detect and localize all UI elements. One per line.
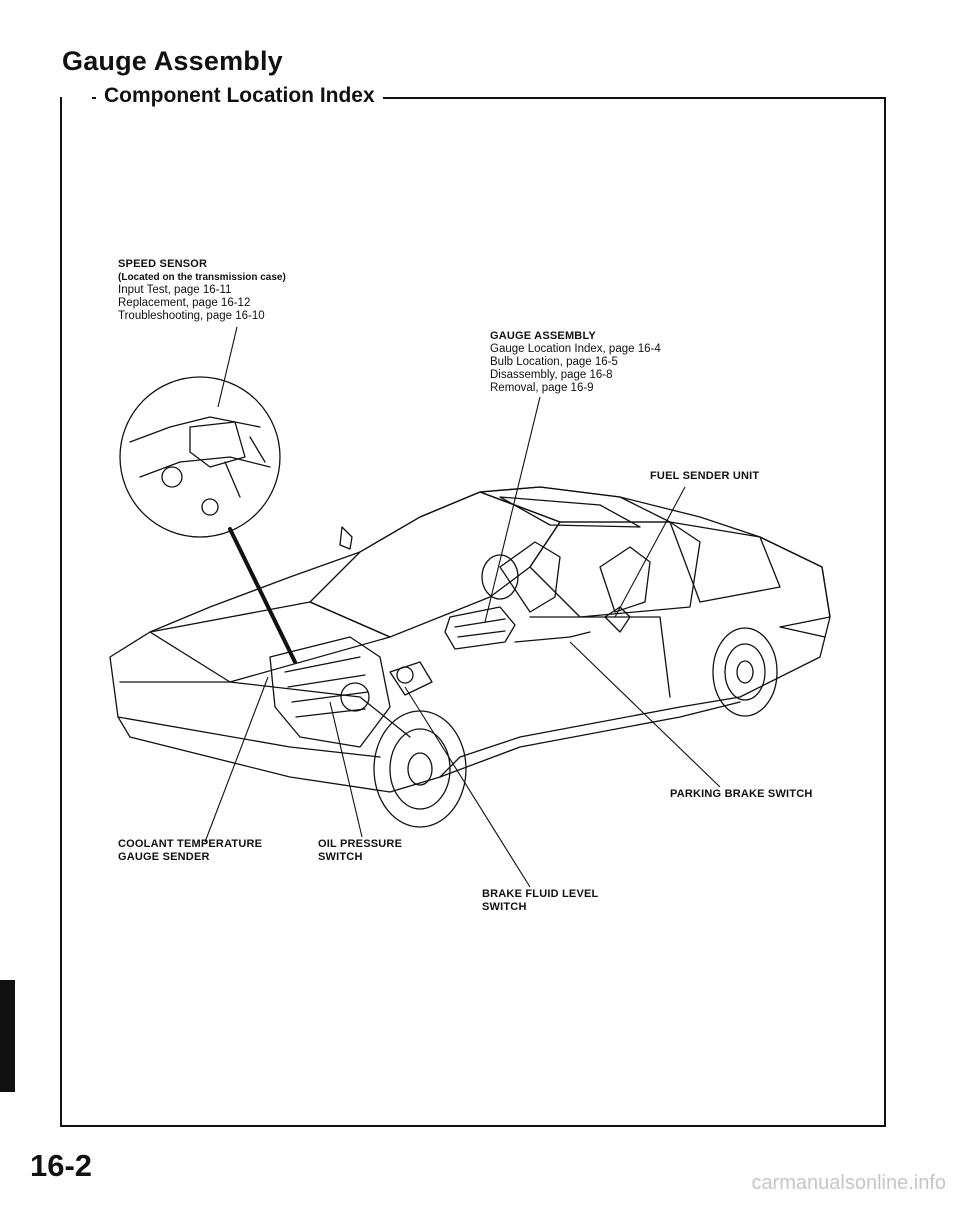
page-title: Gauge Assembly	[62, 46, 283, 76]
callout-gauge-assembly: GAUGE ASSEMBLY Gauge Location Index, pag…	[490, 330, 661, 395]
callout-ref: Removal, page 16-9	[490, 382, 594, 394]
callout-title: SPEED SENSOR	[118, 258, 208, 270]
callout-line: SWITCH	[482, 901, 527, 913]
leader-oil-pressure	[329, 701, 363, 838]
car-diagram	[109, 326, 831, 888]
page-number: 16-2	[30, 1148, 93, 1183]
section-title: Component Location Index	[96, 84, 383, 108]
content-frame	[60, 97, 886, 1127]
callout-ref: Disassembly, page 16-8	[490, 369, 613, 381]
callout-parking-brake: PARKING BRAKE SWITCH	[670, 788, 813, 801]
callout-line: GAUGE SENDER	[118, 851, 210, 863]
leader-brake-fluid	[404, 686, 531, 888]
callout-title: PARKING BRAKE SWITCH	[670, 788, 813, 800]
callout-line: BRAKE FLUID LEVEL	[482, 888, 599, 900]
callout-ref: Replacement, page 16-12	[118, 297, 251, 309]
frame-gap	[62, 92, 92, 102]
rear-wheel	[712, 627, 778, 717]
leader-coolant	[204, 676, 269, 843]
callout-oil-pressure: OIL PRESSURE SWITCH	[318, 838, 402, 864]
callout-subtitle: (Located on the transmission case)	[118, 272, 286, 283]
callout-title: GAUGE ASSEMBLY	[490, 330, 596, 342]
callout-fuel-sender: FUEL SENDER UNIT	[650, 470, 759, 483]
leader-speed-sensor	[217, 326, 238, 408]
engine	[269, 636, 391, 748]
gauge-unit	[444, 606, 516, 650]
leader-parking-brake	[569, 641, 721, 788]
callout-ref: Troubleshooting, page 16-10	[118, 310, 265, 322]
callout-speed-sensor: SPEED SENSOR (Located on the transmissio…	[118, 258, 286, 323]
inset-circle	[119, 376, 281, 538]
callout-brake-fluid: BRAKE FLUID LEVEL SWITCH	[482, 888, 598, 914]
watermark: carmanualsonline.info	[751, 1172, 946, 1194]
leader-gauge-assembly	[484, 396, 541, 623]
car-body	[109, 486, 831, 793]
callout-line: COOLANT TEMPERATURE	[118, 838, 263, 850]
section-thumb-tab	[0, 980, 15, 1092]
callout-ref: Input Test, page 16-11	[118, 284, 232, 296]
callout-line: SWITCH	[318, 851, 363, 863]
windshield	[309, 491, 561, 638]
callout-coolant-temperature: COOLANT TEMPERATURE GAUGE SENDER	[118, 838, 262, 864]
callout-line: OIL PRESSURE	[318, 838, 403, 850]
leader-fuel-sender	[614, 486, 686, 618]
callout-title: FUEL SENDER UNIT	[650, 470, 760, 482]
callout-ref: Gauge Location Index, page 16-4	[490, 343, 661, 355]
callout-ref: Bulb Location, page 16-5	[490, 356, 618, 368]
